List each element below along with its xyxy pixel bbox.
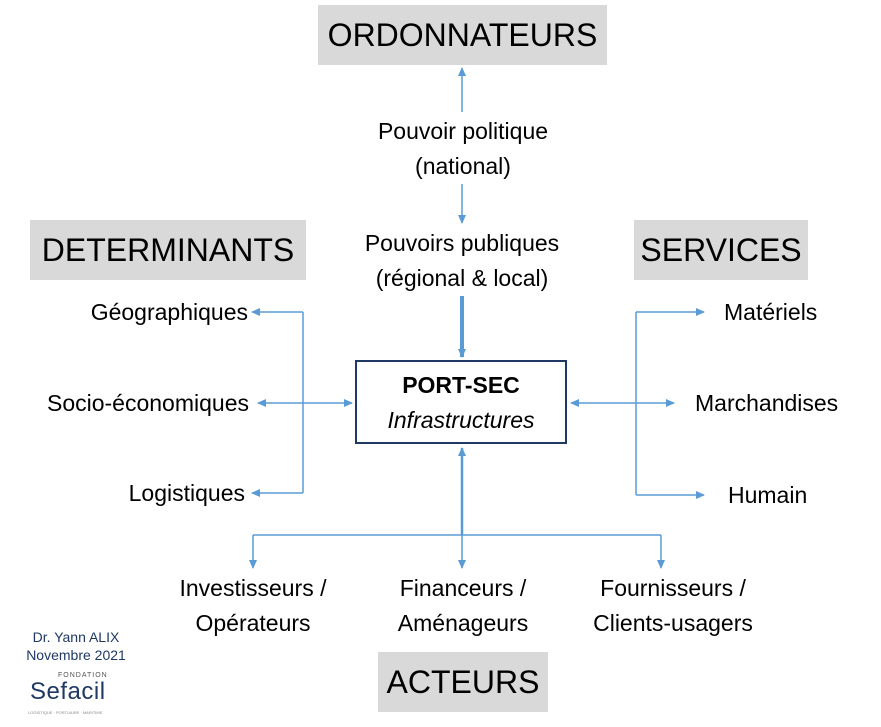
logo-small-text: FONDATION xyxy=(58,672,108,679)
acteurs-box: ACTEURS xyxy=(378,652,548,712)
acteur-item-fournisseurs: Fournisseurs / Clients-usagers xyxy=(593,575,753,636)
determinants-box: DETERMINANTS xyxy=(30,220,306,280)
pouvoir-politique-label: Pouvoir politique (national) xyxy=(377,118,549,179)
service-item-humain: Humain xyxy=(728,482,808,508)
pouvoirs-publiques-label: Pouvoirs publiques (régional & local) xyxy=(364,230,560,291)
acteur-item-investisseurs: Investisseurs / Opérateurs xyxy=(179,575,327,636)
port-sec-box: PORT-SEC Infrastructures xyxy=(355,360,567,444)
logo-tagline: LOGISTIQUE · PORTUAIRE · MARITIME xyxy=(28,710,103,715)
services-box: SERVICES xyxy=(634,220,808,280)
credit-date: Novembre 2021 xyxy=(26,647,126,663)
determinant-item-logistiques: Logistiques xyxy=(128,480,245,506)
acteur-item-financeurs: Financeurs / Aménageurs xyxy=(397,575,529,636)
author-credit: Dr. Yann ALIX Novembre 2021 xyxy=(14,629,138,663)
determinant-item-socio-economiques: Socio-économiques xyxy=(46,390,249,416)
sefacil-logo: FONDATION Sefacil LOGISTIQUE · PORTUAIRE… xyxy=(22,672,132,722)
logo-name: Sefacil xyxy=(30,678,106,705)
service-item-marchandises: Marchandises xyxy=(695,390,839,416)
port-sec-subtitle: Infrastructures xyxy=(387,407,535,433)
ordonnateurs-box: ORDONNATEURS xyxy=(318,5,607,65)
author-name: Dr. Yann ALIX xyxy=(32,629,120,645)
port-sec-title: PORT-SEC xyxy=(402,372,520,398)
determinant-item-geographiques: Géographiques xyxy=(90,299,248,325)
service-item-materiels: Matériels xyxy=(724,299,818,325)
